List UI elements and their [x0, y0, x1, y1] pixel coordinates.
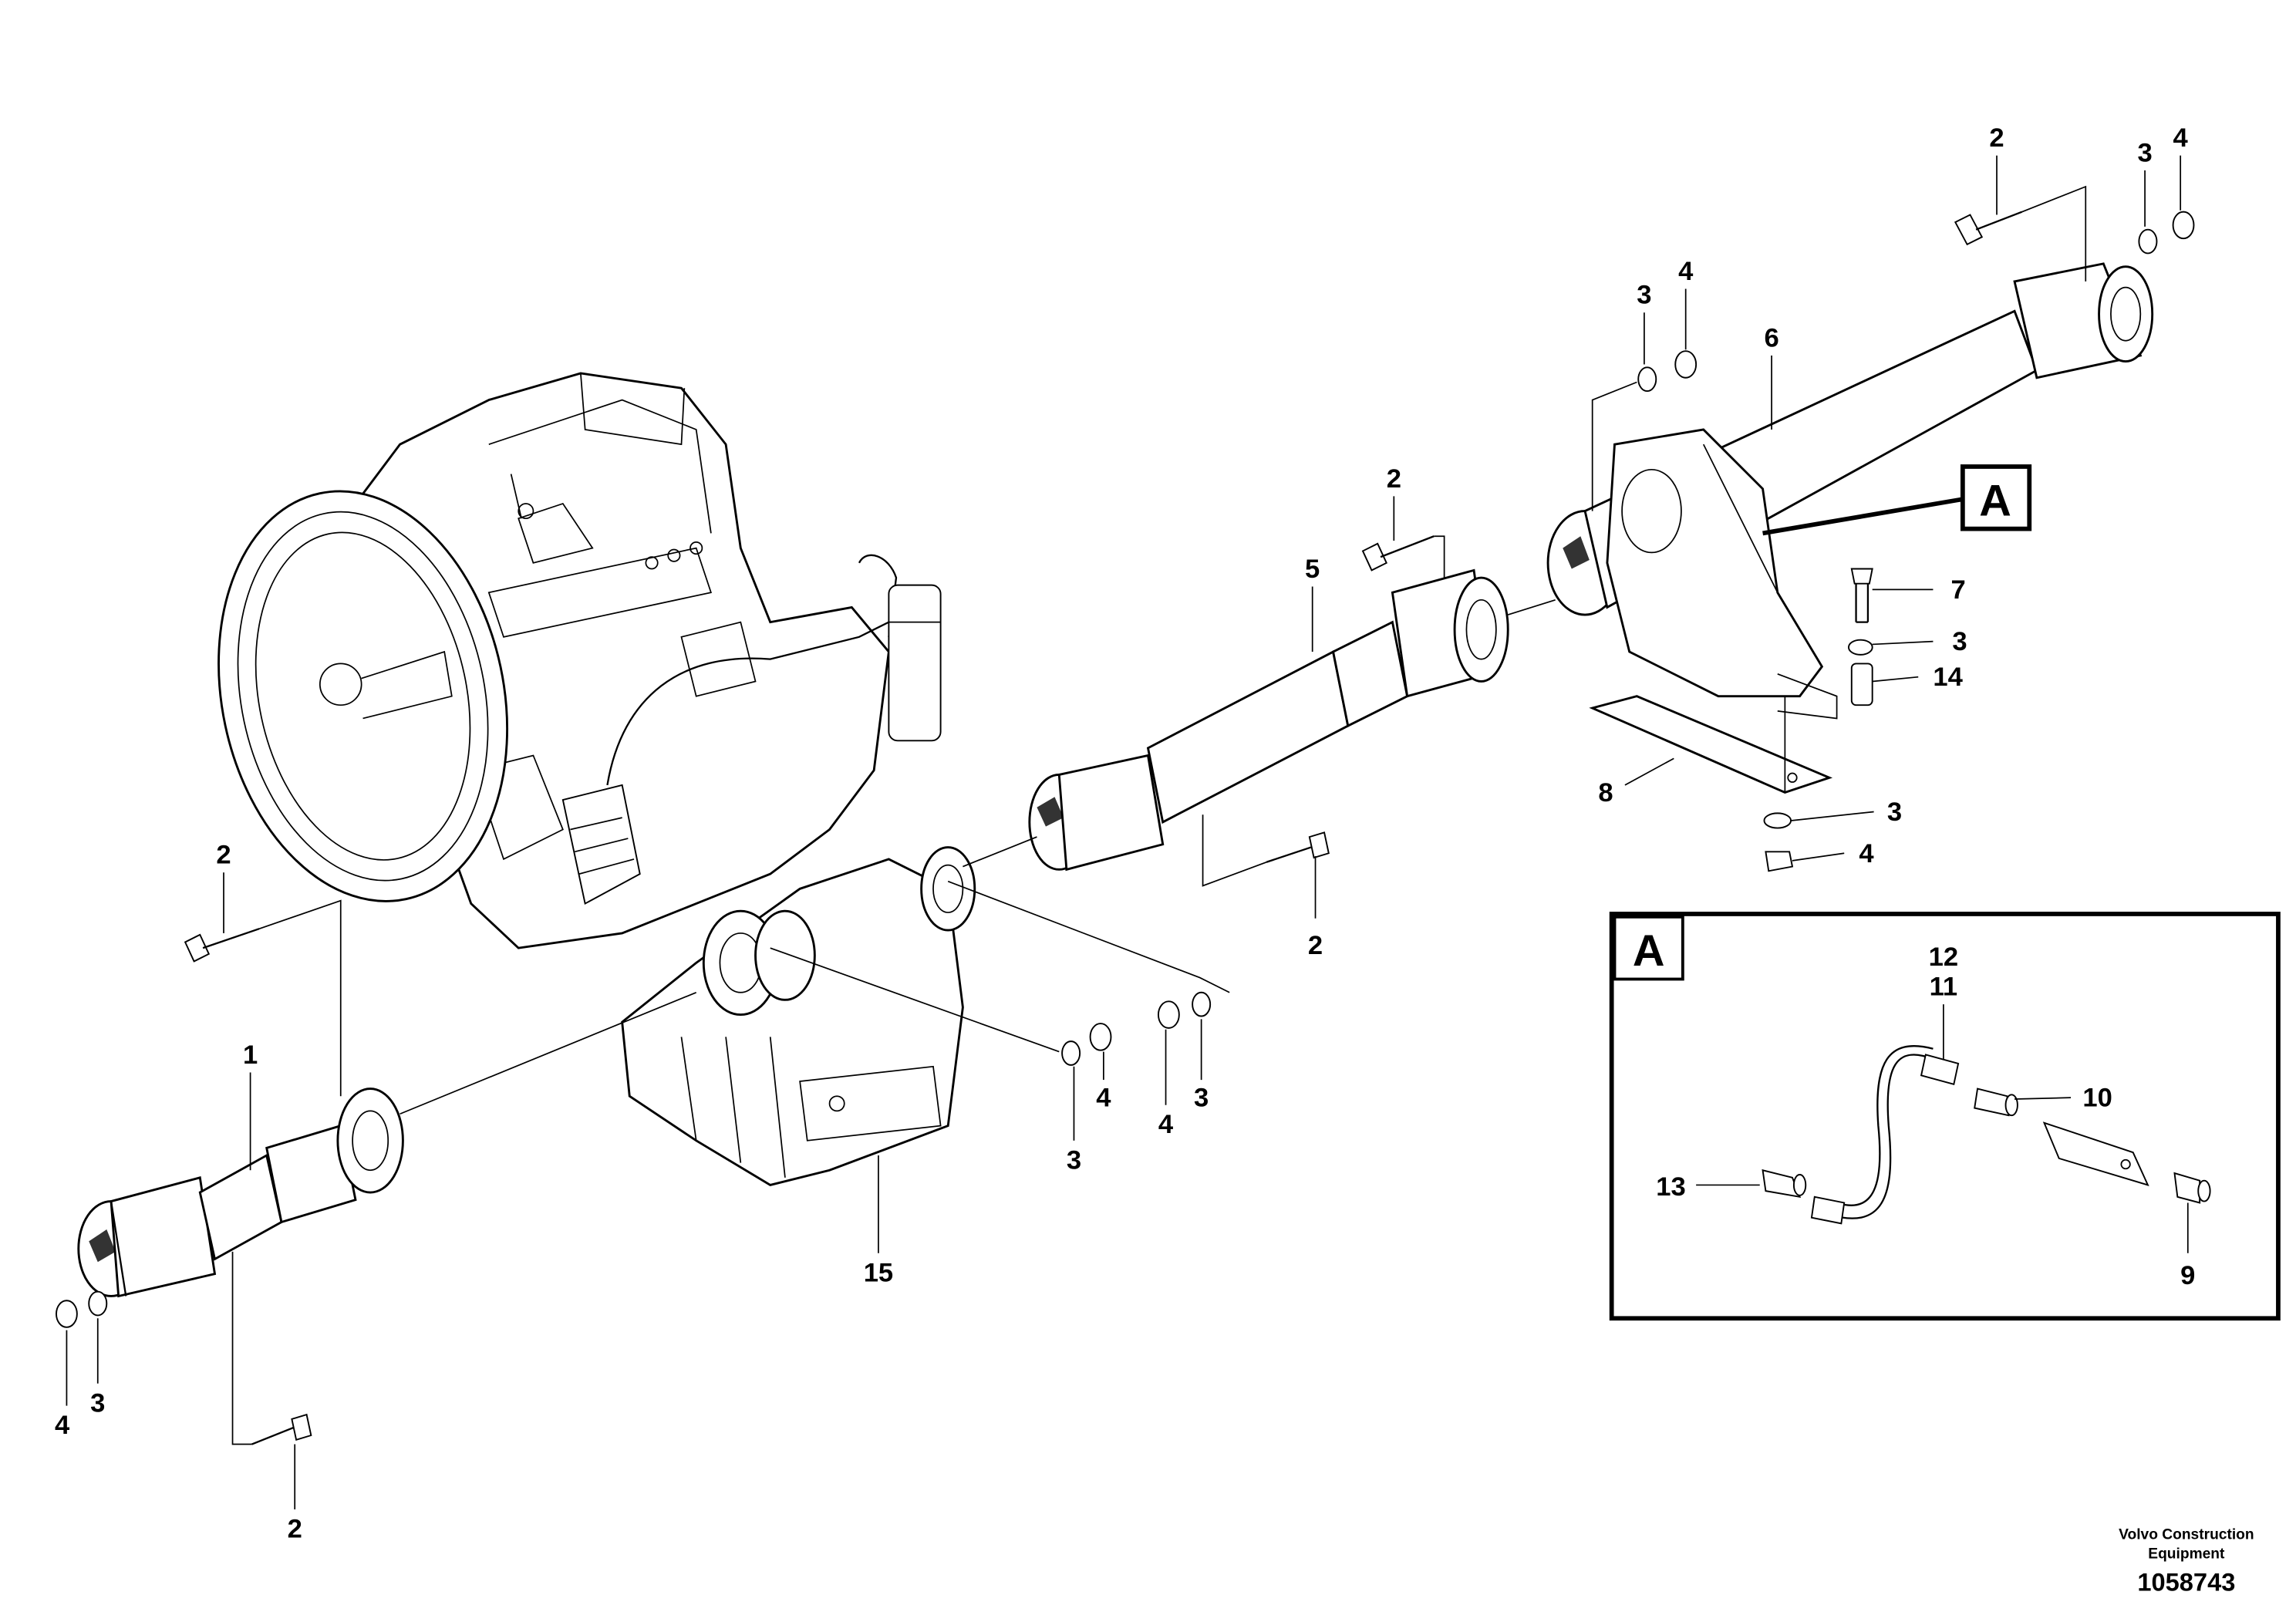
callout-9: 9: [2180, 1261, 2195, 1290]
bolt-2-top-right: [1954, 211, 2023, 246]
brand-line-1: Volvo Construction: [2119, 1526, 2254, 1543]
callout-14: 14: [1933, 663, 1963, 692]
bolt-2-bottom: [251, 1413, 312, 1445]
callout-12: 12: [1929, 943, 1958, 972]
callout-2-mid-right: 2: [1308, 931, 1323, 960]
part-callouts: 2 3 4 3 4 6 2 5 7 3 14 8 3 4 2 2 12 11 1…: [55, 123, 2195, 1543]
callout-3-mid-b: 3: [1194, 1084, 1209, 1113]
callout-1: 1: [243, 1040, 258, 1070]
callout-3-shaft6: 3: [1637, 281, 1651, 310]
leader-lines: [66, 155, 2182, 1510]
detail-box-letter: A: [1633, 926, 1665, 976]
propeller-shaft-5: [1028, 568, 1509, 872]
detail-marker-letter: A: [1979, 476, 2011, 525]
callout-10: 10: [2082, 1084, 2112, 1113]
callout-7: 7: [1950, 575, 1965, 605]
callout-15: 15: [864, 1258, 893, 1287]
brand-line-2: Equipment: [2148, 1546, 2225, 1562]
callout-2-left: 2: [216, 841, 231, 870]
callout-6: 6: [1764, 323, 1778, 352]
bolt-2-left: [184, 928, 260, 963]
callout-11: 11: [1930, 973, 1958, 1002]
callout-3-bearing: 3: [1952, 627, 1967, 656]
transmission-housing: [217, 372, 976, 1186]
callout-3-lower-left: 3: [90, 1388, 105, 1418]
washers-and-nuts: [56, 211, 2195, 1328]
callout-8: 8: [1598, 778, 1613, 808]
callout-5: 5: [1305, 555, 1320, 584]
mounting-plate-8: [1589, 695, 1833, 794]
callout-2-bottom: 2: [288, 1515, 302, 1544]
callout-4-mid-a: 4: [1096, 1084, 1111, 1113]
callout-4-mid-b: 4: [1158, 1110, 1174, 1139]
bolt-2-mid-right: [1266, 831, 1330, 863]
callout-4-lower-left: 4: [55, 1411, 70, 1440]
callout-2-top-right: 2: [1989, 123, 2004, 153]
detail-marker-a: A: [1960, 464, 2032, 531]
callout-3-mid-a: 3: [1067, 1145, 1081, 1175]
callout-4-plate: 4: [1859, 839, 1874, 868]
propeller-shaft-6: [1546, 262, 2154, 698]
callout-4-top-right: 4: [2173, 123, 2189, 153]
bolt-7: [1850, 568, 1873, 623]
callout-3-plate: 3: [1887, 798, 1902, 827]
callout-4-shaft6: 4: [1678, 257, 1694, 286]
callout-2-center: 2: [1387, 464, 1401, 494]
propeller-shaft-1: [77, 1088, 404, 1298]
callout-3-top-right: 3: [2137, 138, 2152, 167]
callout-13: 13: [1656, 1172, 1685, 1202]
document-number: 1058743: [2137, 1568, 2235, 1597]
bolt-2-center: [1361, 535, 1435, 572]
detail-box-a: A: [1609, 912, 2281, 1321]
branding-block: Volvo Construction Equipment 1058743: [2119, 1526, 2254, 1596]
